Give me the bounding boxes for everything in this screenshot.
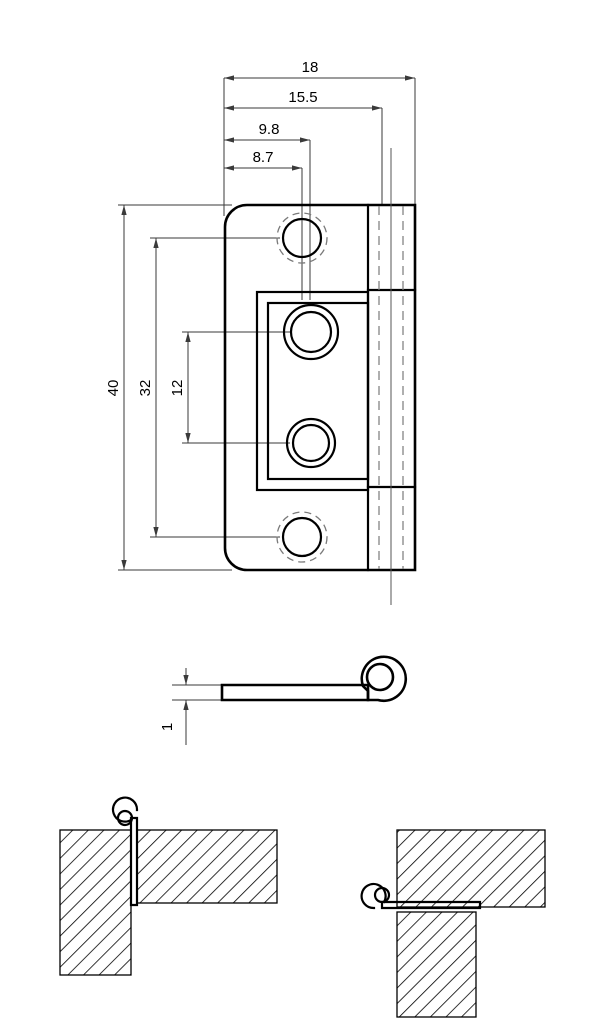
countersink-circle-mid-upper [282,303,340,361]
bore-circle-bottom [281,516,323,558]
detail-right-head-block [396,829,546,908]
dim-text-inner-hole-spacing: 12 [169,380,186,397]
recess-inner-rect [266,301,370,481]
detail-left-leaf [129,816,139,907]
front-view-hinge-plate [223,148,417,605]
countersink-circle-bottom [276,511,328,563]
detail-left-knuckle-curl [111,796,139,823]
dim-text-overall-width: 18 [302,59,319,76]
bore-circle-top [281,217,323,259]
detail-right-knuckle-curl [360,882,387,910]
dim-text-overall-height: 40 [105,380,122,397]
side-view-pin-bore [365,662,395,692]
dim-text-plate-thickness: 1 [159,723,176,731]
detail-left-jamb-block [59,829,132,976]
bore-circle-mid-lower [291,423,331,463]
screw-hole-bottom [276,511,328,563]
vertical-dimension-group: 40 32 12 [105,204,290,571]
detail-right-door-block [396,911,477,1018]
detail-right-pin [373,886,391,904]
detail-right-leaf [380,900,482,910]
dim-text-outer-hole-spacing: 32 [137,380,154,397]
bore-circle-mid-upper [289,310,333,354]
dim-text-knuckle-axis-offset: 15.5 [288,89,317,106]
installation-detail-right [360,829,546,1018]
countersink-circle-mid-lower [285,417,337,469]
detail-left-pin [116,809,134,827]
horizontal-dimension-group: 18 15.5 9.8 8.7 [223,59,416,300]
screw-hole-mid-upper [282,303,340,361]
side-view-group: 1 [159,655,408,745]
installation-detail-left [59,796,278,976]
countersink-circle-top [276,212,328,264]
detail-left-door-block [136,829,278,904]
side-view-knuckle-outer [360,655,408,702]
plate-outline [223,203,417,572]
dim-text-hole-column-outer: 9.8 [259,121,280,138]
side-view-leaf [220,683,370,702]
dim-text-hole-column-inner: 8.7 [253,149,274,166]
screw-hole-mid-lower [285,417,337,469]
screw-hole-top [276,212,328,264]
